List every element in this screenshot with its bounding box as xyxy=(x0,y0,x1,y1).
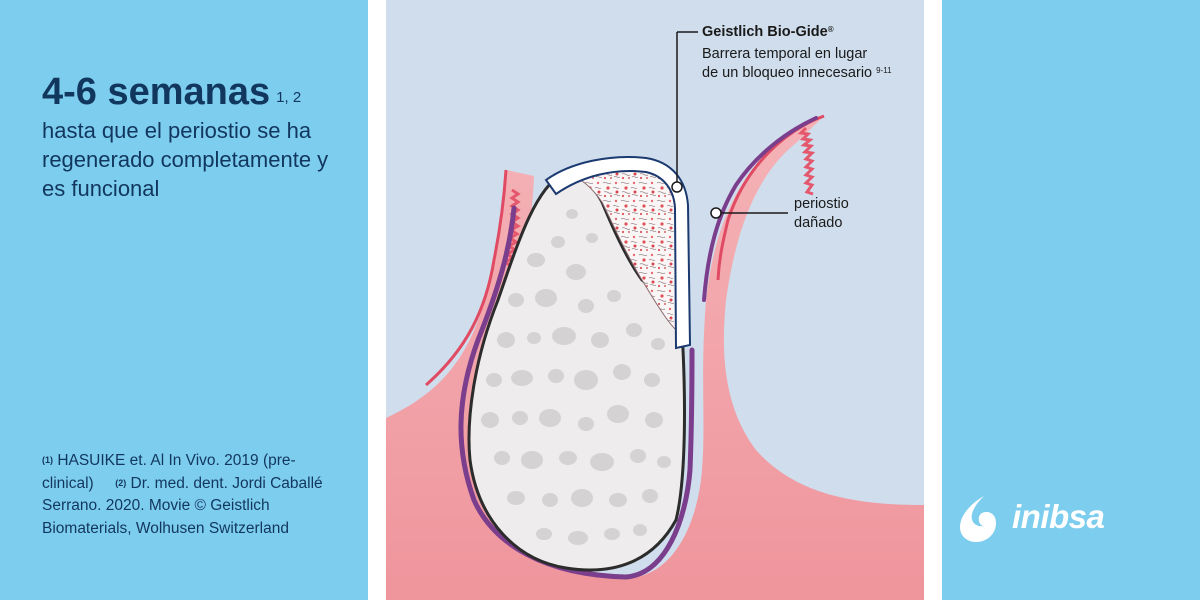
ref2-marker: (2) xyxy=(115,477,127,488)
membrane-label: Geistlich Bio-Gide® xyxy=(702,23,834,41)
membrane-description-line1: Barrera temporal en lugar xyxy=(702,46,868,62)
periosteum-label-line2: dañado xyxy=(794,215,843,231)
periosteum-pointer-dot xyxy=(710,207,722,219)
logo-text: inibsa xyxy=(1012,498,1105,535)
membrane-pointer-dot xyxy=(671,181,683,193)
collagen-membrane xyxy=(544,155,692,350)
bone-marrow-spaces xyxy=(481,209,671,545)
alveolar-ridge-diagram xyxy=(386,0,924,600)
periosteum-label-line1: periostio xyxy=(794,196,849,212)
divider-right xyxy=(924,0,942,600)
divider-left xyxy=(368,0,386,600)
bone-ridge xyxy=(467,170,686,572)
headline-text: 4-6 semanas xyxy=(42,71,271,113)
membrane-description-line2-text: de un bloqueo innecesario xyxy=(702,65,873,81)
gum-rete-ridges-right xyxy=(797,126,816,196)
inibsa-drop-logo-icon xyxy=(960,496,996,542)
right-logo-panel xyxy=(942,0,1200,600)
left-text-panel xyxy=(0,0,368,600)
headline: 4-6 semanas 1, 2 xyxy=(42,70,301,114)
membrane-description-line2: de un bloqueo innecesario 9-11 xyxy=(702,64,892,82)
membrane-registered-mark: ® xyxy=(827,25,834,34)
membrane-label-text: Geistlich Bio-Gide xyxy=(702,24,828,40)
ref1-text: HASUIKE et. Al In Vivo. 2019 (pre-clinic… xyxy=(42,452,296,492)
ref1-marker: (1) xyxy=(42,455,53,465)
gum-surface-left xyxy=(425,169,508,387)
periosteum-damaged xyxy=(702,116,818,302)
headline-refs: 1, 2 xyxy=(276,89,302,106)
ref2-text: Dr. med. dent. Jordi Caballé Serrano. 20… xyxy=(42,474,323,537)
references: (1) HASUIKE et. Al In Vivo. 2019 (pre-cl… xyxy=(42,450,352,540)
subtitle: hasta que el periostio se ha regenerado … xyxy=(42,118,329,201)
membrane-description-refs: 9-11 xyxy=(876,66,892,75)
